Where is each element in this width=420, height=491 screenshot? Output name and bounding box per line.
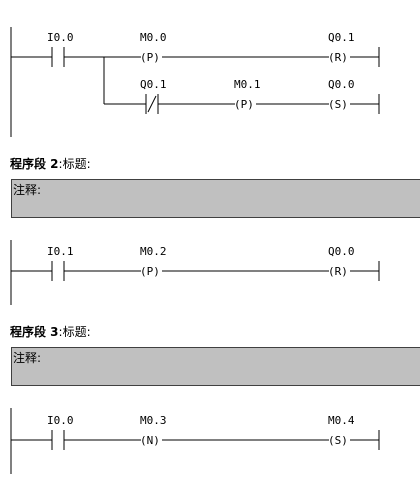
network-2-comment[interactable]: 注释: xyxy=(11,179,420,218)
coil-address: Q0.1 xyxy=(328,31,355,44)
coil-q0-0-s[interactable]: Q0.0 (S) xyxy=(328,78,355,111)
contact-nc-q0-1[interactable]: Q0.1 xyxy=(140,78,167,114)
network-3-ladder: I0.0 M0.3 (N) M0.4 (S) xyxy=(10,408,380,474)
coil-symbol: (P) xyxy=(140,51,160,64)
contact-i0-1[interactable]: I0.1 xyxy=(47,245,74,281)
coil-address: M0.4 xyxy=(328,414,355,427)
network-2-title[interactable]: 程序段 2:标题: xyxy=(10,157,91,171)
coil-address: M0.3 xyxy=(140,414,167,427)
coil-q0-0-r[interactable]: Q0.0 (R) xyxy=(328,245,355,278)
title-label: 标题: xyxy=(62,157,91,171)
coil-address: M0.0 xyxy=(140,31,167,44)
coil-symbol: (S) xyxy=(328,434,348,447)
coil-symbol: (P) xyxy=(234,98,254,111)
coil-m0-2-p[interactable]: M0.2 (P) xyxy=(140,245,167,278)
coil-symbol: (R) xyxy=(328,51,348,64)
coil-address: M0.2 xyxy=(140,245,167,258)
coil-m0-4-s[interactable]: M0.4 (S) xyxy=(328,414,355,447)
contact-i0-0[interactable]: I0.0 xyxy=(47,31,74,67)
title-label: 标题: xyxy=(62,325,91,339)
contact-address: Q0.1 xyxy=(140,78,167,91)
network-3-comment[interactable]: 注释: xyxy=(11,347,420,386)
coil-m0-1-p[interactable]: M0.1 (P) xyxy=(234,78,261,111)
comment-label: 注释: xyxy=(13,183,42,197)
segment-label: 程序段 2 xyxy=(10,157,59,171)
contact-address: I0.1 xyxy=(47,245,74,258)
contact-address: I0.0 xyxy=(47,414,74,427)
coil-m0-3-n[interactable]: M0.3 (N) xyxy=(140,414,167,447)
comment-label: 注释: xyxy=(13,351,42,365)
contact-address: I0.0 xyxy=(47,31,74,44)
network-3-title[interactable]: 程序段 3:标题: xyxy=(10,325,91,339)
coil-q0-1-r[interactable]: Q0.1 (R) xyxy=(328,31,355,64)
coil-m0-0-p[interactable]: M0.0 (P) xyxy=(140,31,167,64)
coil-symbol: (S) xyxy=(328,98,348,111)
contact-i0-0[interactable]: I0.0 xyxy=(47,414,74,450)
network-2-ladder: I0.1 M0.2 (P) Q0.0 (R) xyxy=(10,240,380,305)
segment-label: 程序段 3 xyxy=(10,325,59,339)
coil-address: M0.1 xyxy=(234,78,261,91)
coil-symbol: (R) xyxy=(328,265,348,278)
coil-address: Q0.0 xyxy=(328,78,355,91)
coil-address: Q0.0 xyxy=(328,245,355,258)
coil-symbol: (N) xyxy=(140,434,160,447)
coil-symbol: (P) xyxy=(140,265,160,278)
network-1-ladder: I0.0 M0.0 (P) Q0.1 (R) Q0.1 M0.1 (P) Q0.… xyxy=(10,27,380,137)
